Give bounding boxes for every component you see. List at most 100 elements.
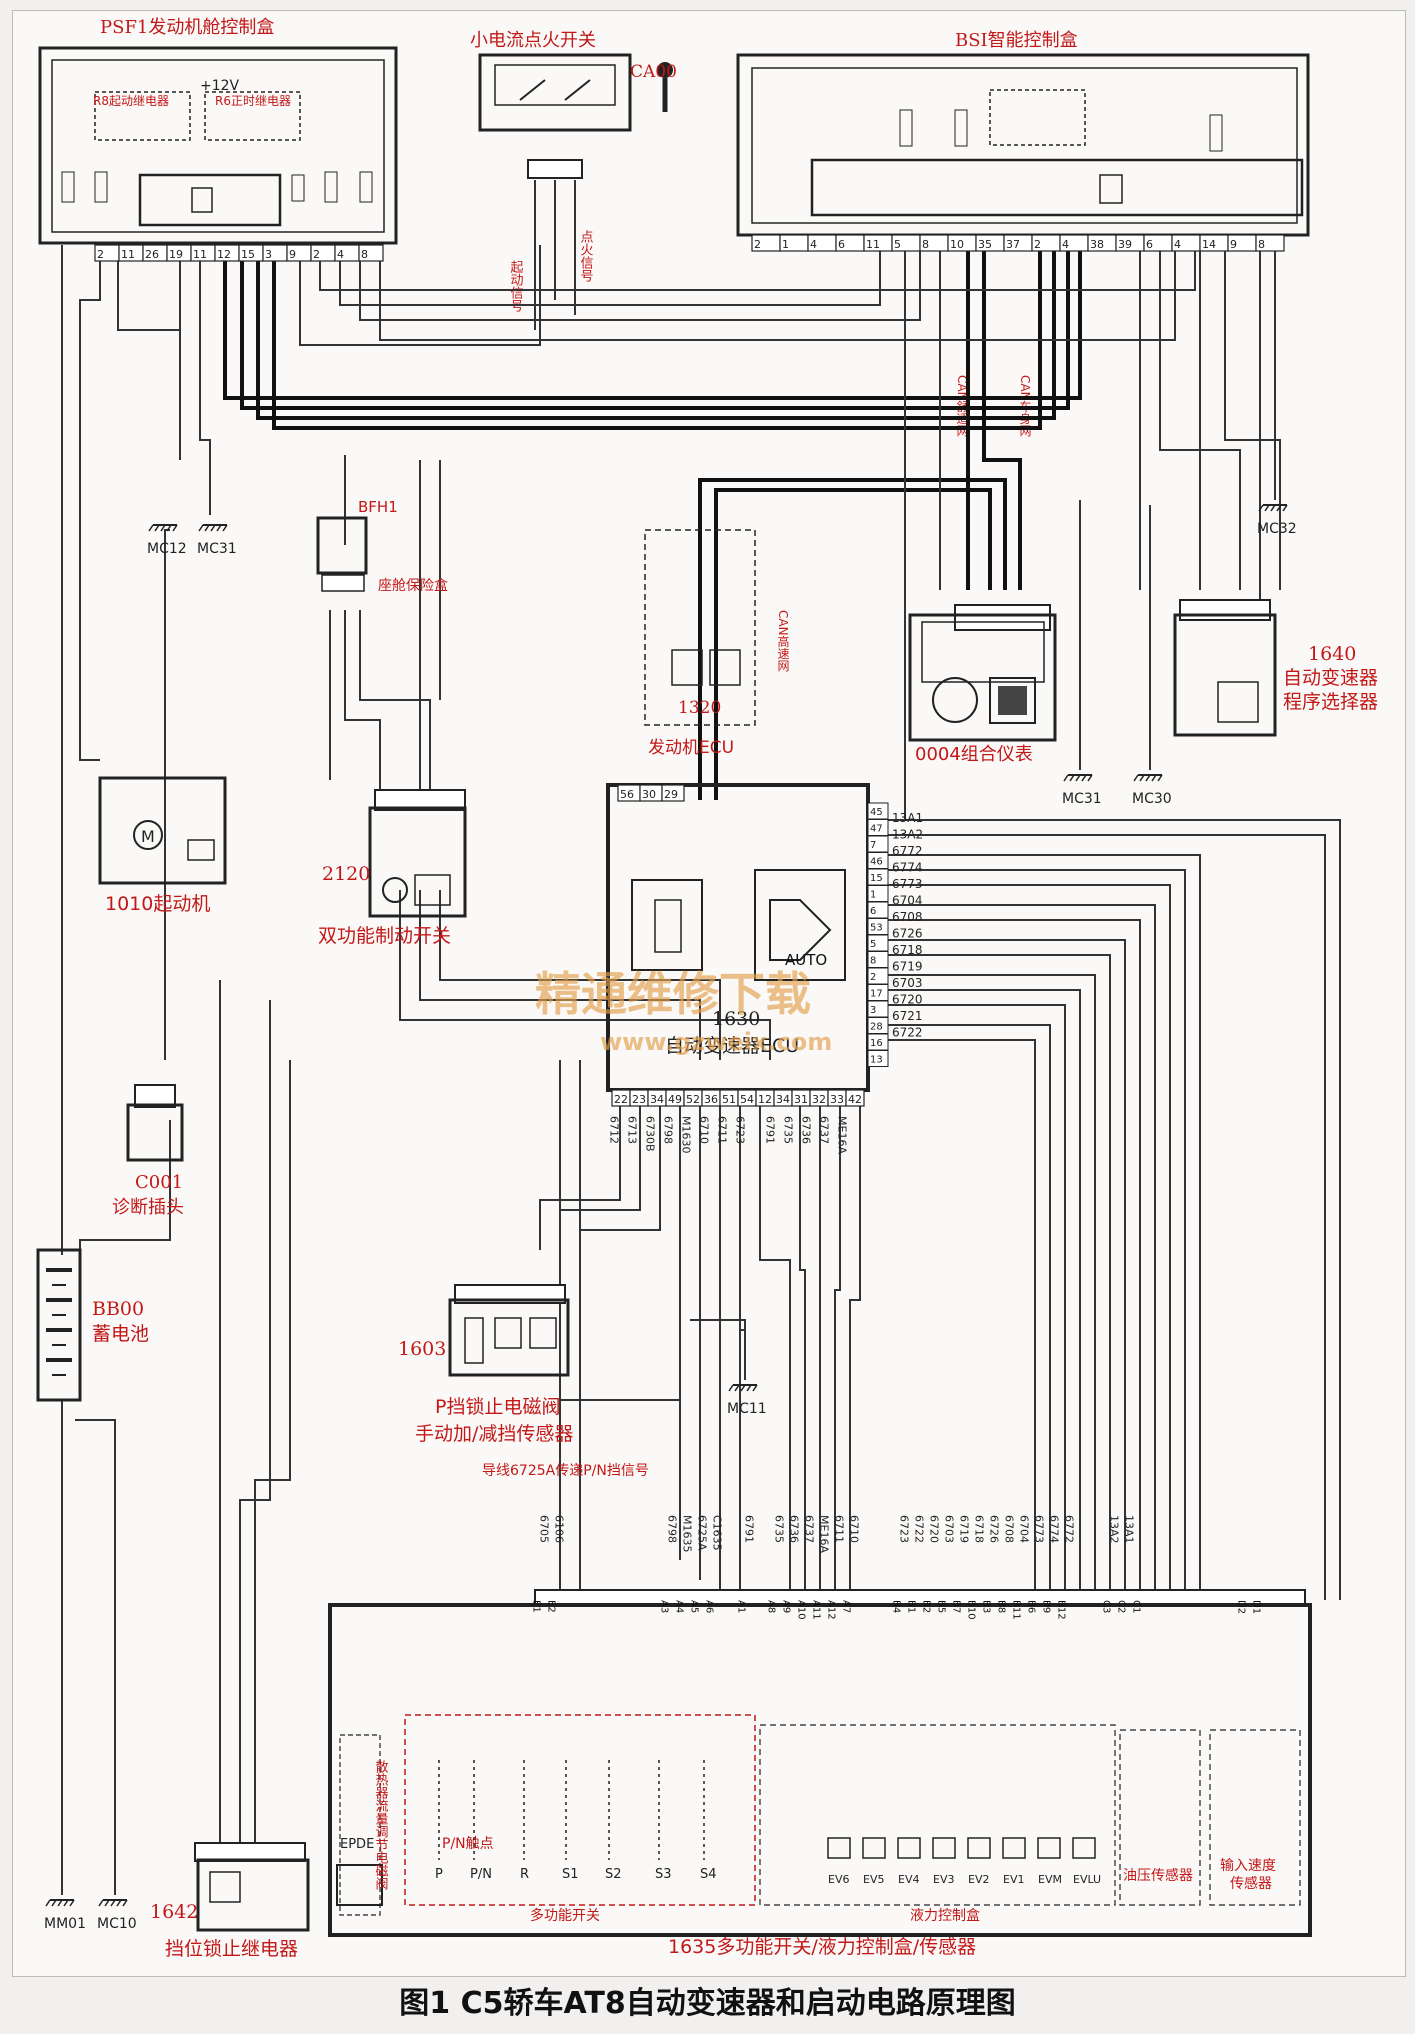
box1635-pin: B11 xyxy=(1011,1600,1022,1620)
psf1-pin: 2 xyxy=(313,248,320,261)
wire-note: 导线6725A传递P/N挡信号 xyxy=(482,1463,649,1479)
fuse-icon xyxy=(899,109,913,147)
relay-icon xyxy=(989,89,1086,146)
psf1-pin: 4 xyxy=(337,248,344,261)
tcu-right-pin: 45 xyxy=(870,807,883,818)
wire-label: 6735 xyxy=(773,1515,786,1543)
psf1-pin: 8 xyxy=(361,248,368,261)
wire-label: 6736 xyxy=(788,1515,801,1543)
box1635-pin: B1 xyxy=(906,1600,917,1613)
wire-label: 6774 xyxy=(892,861,923,875)
wire-label: 6730B xyxy=(644,1116,657,1152)
psf1-pin: 15 xyxy=(241,248,255,261)
tcu-right-pin: 16 xyxy=(870,1038,883,1049)
bsi-pin: 4 xyxy=(810,238,817,251)
diagnostic-connector xyxy=(126,1084,184,1162)
tcu-right-pin: 7 xyxy=(870,840,876,851)
wire-label: 6720 xyxy=(892,993,923,1007)
wire-label: 6711 xyxy=(833,1515,846,1543)
bsi-pin: 6 xyxy=(1146,238,1153,251)
tcu-right-pin: 2 xyxy=(870,972,876,983)
psf1-pin: 12 xyxy=(217,248,231,261)
tcu-top-pin: 29 xyxy=(664,788,678,801)
box1635-pin: A4 xyxy=(674,1600,685,1613)
psf1-pin: 2 xyxy=(97,248,104,261)
ecu-chip-icon xyxy=(671,649,703,686)
wire-label: 6726 xyxy=(988,1515,1001,1543)
start-signal-label: 起动信号 xyxy=(508,260,524,312)
relay-num: 1642 xyxy=(150,1901,198,1923)
box1635-pin: A11 xyxy=(811,1600,822,1620)
mf-position-label: S1 xyxy=(562,1867,579,1882)
wire-label: 13A1 xyxy=(892,811,923,825)
tcu-bottom-pin: 52 xyxy=(686,1093,700,1106)
tcu-top-pin: 56 xyxy=(620,788,634,801)
signal-wires xyxy=(61,180,1341,1895)
wire-label: 6722 xyxy=(892,1026,923,1040)
solenoid-valve-icon xyxy=(1002,1837,1026,1859)
r6-label: R6正时继电器 xyxy=(215,94,291,108)
wire-label: 6773 xyxy=(892,877,923,891)
box1635-pin: B2 xyxy=(921,1600,932,1613)
tcu-right-pin: 53 xyxy=(870,923,883,934)
multifunction-label: 多功能开关 xyxy=(530,1907,600,1924)
box1635-pin: D2 xyxy=(1236,1600,1247,1614)
mf-position-label: S4 xyxy=(700,1867,717,1882)
tcu-right-pin: 17 xyxy=(870,989,883,1000)
valve-label: EV6 xyxy=(828,1873,849,1886)
wire-label: 6773 xyxy=(1033,1515,1046,1543)
tcu-bottom-pin: 51 xyxy=(722,1093,736,1106)
bsi-pin: 2 xyxy=(1034,238,1041,251)
ground-icon xyxy=(1258,504,1288,512)
valve-label: EV1 xyxy=(1003,1873,1024,1886)
box1635-pin: A5 xyxy=(689,1600,700,1613)
wire-label: 6106 xyxy=(553,1515,566,1543)
ca00-label: CA00 xyxy=(630,62,677,82)
wire-label: 6725A xyxy=(696,1515,709,1551)
box1635-pin: B4 xyxy=(891,1600,902,1613)
wire-label: 6713 xyxy=(626,1116,639,1144)
selector-num: 1640 xyxy=(1308,643,1356,665)
bsi-pin: 2 xyxy=(754,238,761,251)
watermark-url: www.gzweix.com xyxy=(600,1028,832,1056)
wire-label: 6798 xyxy=(662,1116,675,1144)
tcu-bottom-pin: 32 xyxy=(812,1093,826,1106)
bsi-pin: 1 xyxy=(782,238,789,251)
wire-label: 6772 xyxy=(1063,1515,1076,1543)
box1635-pin: A12 xyxy=(826,1600,837,1620)
relay-icon xyxy=(196,1858,310,1932)
r8-label: R8起动继电器 xyxy=(93,94,169,108)
wire-label: 6726 xyxy=(892,927,923,941)
tcu-right-cell xyxy=(867,1050,889,1067)
wire-label: 6721 xyxy=(892,1009,923,1023)
wire-label: 6722 xyxy=(913,1515,926,1543)
bsi-pin: 8 xyxy=(922,238,929,251)
ecu-chip-icon xyxy=(1099,174,1123,204)
box1635-pin: B8 xyxy=(996,1600,1007,1613)
psf1-pin: 11 xyxy=(121,248,135,261)
sol-label2: 手动加/减挡传感器 xyxy=(415,1423,573,1445)
bsi-pin: 14 xyxy=(1202,238,1216,251)
diag-num: C001 xyxy=(135,1172,183,1193)
wire-label: C1635 xyxy=(711,1515,724,1551)
pn-contact: P/N触点 xyxy=(442,1836,494,1852)
mf-position-label: P xyxy=(435,1867,443,1882)
brake-num: 2120 xyxy=(322,863,370,885)
tcu-bottom-pin: 23 xyxy=(632,1093,646,1106)
tcu-bottom-pin: 36 xyxy=(704,1093,718,1106)
figure-caption: 图1 C5轿车AT8自动变速器和启动电路原理图 xyxy=(399,1986,1016,2021)
tcu-right-pin: 3 xyxy=(870,1005,876,1016)
wire-label: 6704 xyxy=(1018,1515,1031,1543)
solenoid-valve-icon xyxy=(862,1837,886,1859)
selector-name2: 程序选择器 xyxy=(1283,691,1378,713)
psf1-cell xyxy=(358,244,384,262)
valve-label: EV4 xyxy=(898,1873,919,1886)
plus12v-label: +12V xyxy=(200,78,240,94)
tcu-top-pin: 30 xyxy=(642,788,656,801)
box1635-pin: A7 xyxy=(841,1600,852,1613)
watermark-text: 精通维修下载 xyxy=(535,967,811,1021)
wire-label: 6711 xyxy=(716,1116,729,1144)
bsi-pin: 9 xyxy=(1230,238,1237,251)
bsi-pin: 38 xyxy=(1090,238,1104,251)
hydraulic-label: 液力控制盒 xyxy=(910,1907,980,1924)
